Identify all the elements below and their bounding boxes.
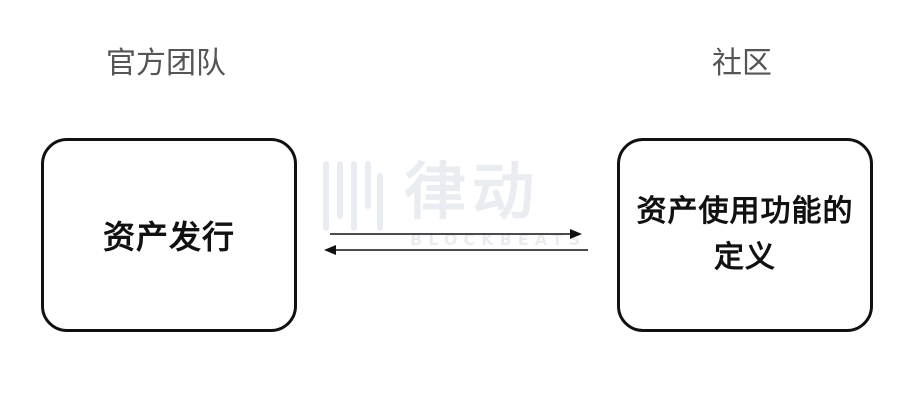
bidirectional-arrows xyxy=(324,229,588,255)
asset-issuance-box: 资产发行 xyxy=(41,138,297,332)
arrow-left xyxy=(324,245,588,255)
official-team-label: 官方团队 xyxy=(106,46,226,81)
blockbeats-logo-icon xyxy=(323,161,383,231)
watermark-word: 律动 xyxy=(404,155,541,228)
asset-issuance-text: 资产发行 xyxy=(102,218,235,256)
arrow-right xyxy=(330,229,582,239)
asset-usage-definition-text: 资产使用功能的定义 xyxy=(636,194,854,275)
community-label: 社区 xyxy=(712,46,772,81)
asset-usage-definition-box: 资产使用功能的定义 xyxy=(617,138,873,332)
